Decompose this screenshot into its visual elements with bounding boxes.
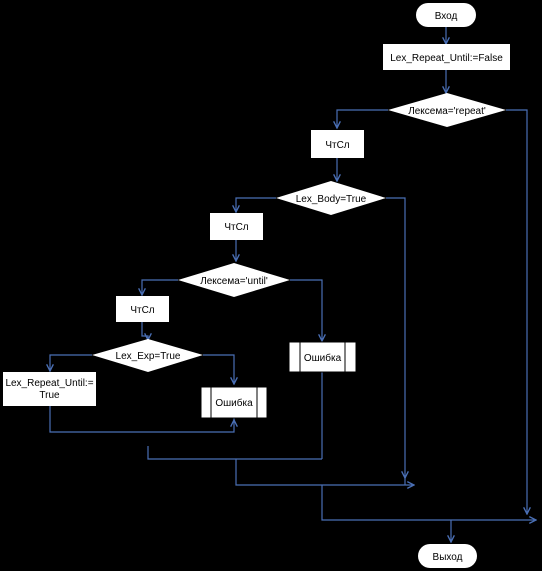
- exp-decision-label: Lex_Exp=True: [116, 351, 181, 362]
- edge-merge-until: [147, 446, 322, 460]
- repeat-decision-label: Лексема='repeat': [408, 106, 486, 117]
- read-process-1: ЧтСл: [311, 130, 364, 158]
- read-label-2: ЧтСл: [224, 222, 248, 233]
- exp-decision: Lex_Exp=True: [92, 339, 203, 372]
- connectors: [50, 27, 536, 542]
- end-terminator: Выход: [418, 544, 477, 568]
- until-decision: Лексема='until': [178, 263, 290, 297]
- until-decision-label: Лексема='until': [200, 276, 268, 287]
- init-label: Lex_Repeat_Until:=False: [390, 53, 503, 64]
- error-label-2: Ошибка: [215, 397, 253, 409]
- edge-repeat-no: [506, 109, 527, 514]
- assign-label-line2: True: [39, 390, 60, 401]
- edge-assign-merge: [49, 406, 234, 433]
- assign-label-line1: Lex_Repeat_Until:=: [5, 378, 93, 389]
- body-decision-label: Lex_Body=True: [296, 194, 367, 205]
- read-label-3: ЧтСл: [130, 305, 154, 316]
- edge-merge-body: [235, 459, 414, 485]
- assign-process: Lex_Repeat_Until:= True: [3, 372, 96, 406]
- edge-body-yes: [236, 197, 276, 212]
- edge-repeat-yes: [337, 109, 388, 128]
- error-process-1: Ошибка: [288, 341, 357, 373]
- error-process-2: Ошибка: [200, 386, 268, 419]
- edge-read3-exp: [141, 322, 148, 340]
- start-label: Вход: [435, 11, 458, 22]
- edge-exp-no: [203, 354, 234, 384]
- error-label-1: Ошибка: [304, 352, 342, 364]
- read-process-3: ЧтСл: [116, 296, 169, 322]
- init-process: Lex_Repeat_Until:=False: [383, 44, 510, 70]
- edge-exp-yes: [50, 354, 92, 371]
- body-decision: Lex_Body=True: [276, 181, 386, 215]
- repeat-decision: Лексема='repeat': [388, 93, 506, 127]
- edge-until-yes: [142, 279, 178, 295]
- edge-merge-repeat: [321, 485, 536, 520]
- read-process-2: ЧтСл: [210, 213, 263, 240]
- read-label-1: ЧтСл: [325, 140, 349, 151]
- edge-until-no: [290, 279, 322, 341]
- edge-body-no: [386, 197, 405, 478]
- start-terminator: Вход: [416, 3, 476, 27]
- end-label: Выход: [433, 552, 463, 563]
